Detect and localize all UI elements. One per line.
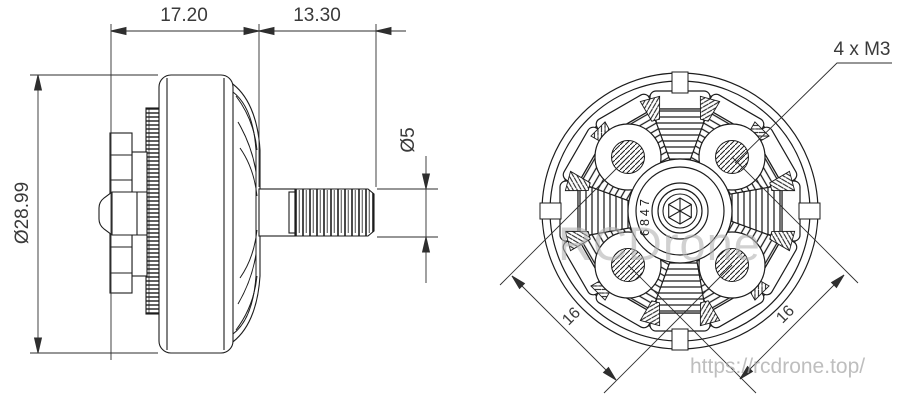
side-threaded-shaft <box>294 188 375 237</box>
dim-body-diameter-label: Ø28.99 <box>12 181 33 245</box>
hub-marking-text: 6847 <box>638 196 652 236</box>
front-dimensions <box>499 62 892 394</box>
side-view <box>98 74 375 354</box>
dim-shaft-diameter-label: Ø5 <box>398 127 419 153</box>
dim-shaft-length-label: 13.30 <box>293 5 341 26</box>
side-thread-relief <box>288 191 296 234</box>
watermark-brand: RCDrone <box>558 217 761 270</box>
dim-body-width-label: 17.20 <box>160 5 208 26</box>
side-dimensions <box>30 24 438 360</box>
side-stator-stack <box>145 107 160 315</box>
front-rim-notches <box>539 71 821 351</box>
side-bell-can <box>158 74 234 354</box>
watermark-url: https://rcdrone.top/ <box>690 355 866 378</box>
front-boss-ring <box>635 166 725 256</box>
side-rear-shaft-cap <box>98 191 138 236</box>
mount-holes-note-label: 4 x M3 <box>833 39 891 60</box>
front-center-screw <box>662 193 698 229</box>
side-dome-spokes <box>232 91 258 335</box>
side-bell-dome <box>229 80 261 346</box>
front-view: 6847 <box>539 71 821 351</box>
front-shaft-ring <box>657 188 703 234</box>
